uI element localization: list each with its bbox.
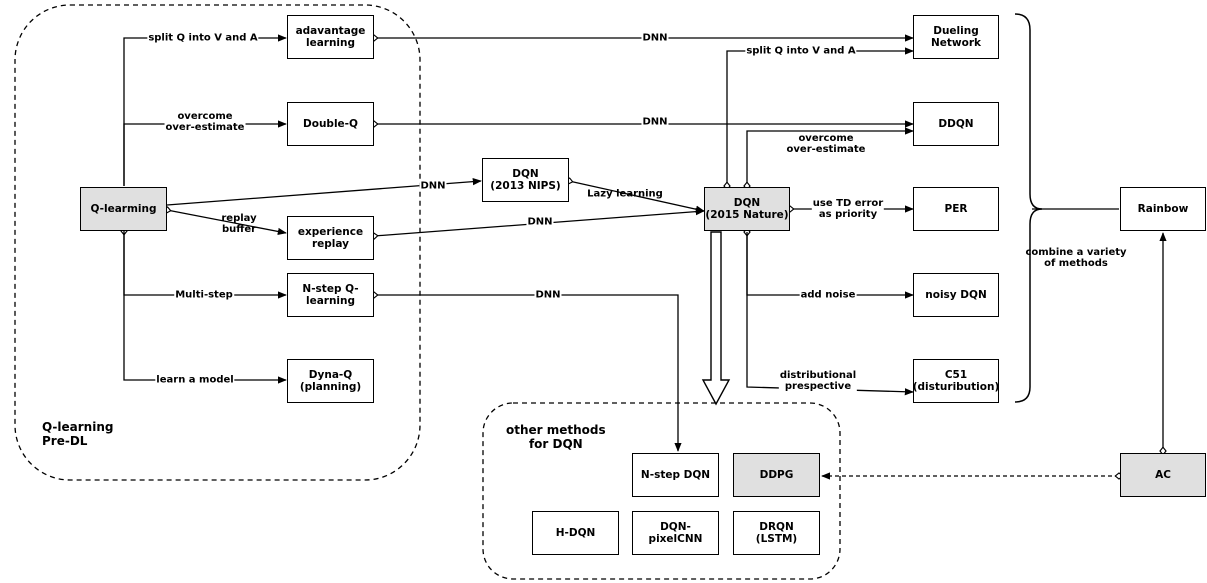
node-n-step-dqn[interactable]: N-step DQN — [632, 453, 719, 497]
label-split-right: split Q into V and A — [745, 45, 857, 57]
edge-add-noise — [747, 232, 913, 295]
label-dnn-exp: DNN — [526, 216, 554, 228]
group-predl-border — [14, 4, 421, 481]
label-combine: combine a variety of methods — [1025, 247, 1127, 269]
edge-multi-step — [124, 231, 286, 295]
edge-dnn-nstep — [374, 295, 678, 451]
group-other-title: other methods for DQN — [506, 423, 606, 451]
node-dueling-network[interactable]: Dueling Network — [913, 15, 999, 59]
label-dnn-nstep: DNN — [534, 289, 562, 301]
node-advantage-learning[interactable]: adavantage learning — [287, 15, 374, 59]
edge-distributional — [746, 232, 914, 396]
node-double-q[interactable]: Double-Q — [287, 102, 374, 146]
group-predl-title: Q-learning Pre-DL — [42, 420, 114, 448]
label-lazy: Lazy learning — [587, 188, 663, 200]
node-ddpg[interactable]: DDPG — [733, 453, 820, 497]
hollow-arrow — [701, 231, 731, 406]
edge-split-right — [727, 51, 913, 186]
node-n-step-q-learning[interactable]: N-step Q- learning — [287, 273, 374, 317]
label-td-error: use TD error as priority — [811, 198, 885, 220]
node-h-dqn[interactable]: H-DQN — [532, 511, 619, 555]
node-rainbow[interactable]: Rainbow — [1120, 187, 1206, 231]
node-q-learning[interactable]: Q-learming — [80, 187, 167, 231]
node-noisy-dqn[interactable]: noisy DQN — [913, 273, 999, 317]
label-overcome-right: overcome over-estimate — [785, 133, 867, 155]
label-add-noise: add noise — [799, 289, 857, 301]
label-dnn-double: DNN — [641, 116, 669, 128]
edge-overcome-left — [123, 120, 287, 186]
label-learn-model: learn a model — [155, 374, 235, 386]
label-multi-step: Multi-step — [174, 289, 234, 301]
node-dqn-2015[interactable]: DQN (2015 Nature) — [704, 187, 790, 231]
label-split-left: split Q into V and A — [147, 32, 259, 44]
node-drqn[interactable]: DRQN (LSTM) — [733, 511, 820, 555]
edge-lazy — [569, 181, 704, 211]
node-dqn-pixelcnn[interactable]: DQN- pixelCNN — [632, 511, 719, 555]
label-distributional: distributional prespective — [778, 370, 858, 392]
label-replay-buffer: replay buffer — [221, 213, 257, 235]
edge-learn-model — [123, 231, 287, 384]
label-dnn-adv: DNN — [641, 32, 669, 44]
node-dyna-q[interactable]: Dyna-Q (planning) — [287, 359, 374, 403]
node-per[interactable]: PER — [913, 187, 999, 231]
node-c51[interactable]: C51 (disturibution) — [913, 359, 999, 403]
label-overcome-left: overcome over-estimate — [164, 111, 246, 133]
edge-overcome-right — [747, 131, 913, 186]
node-experience-replay[interactable]: experience replay — [287, 216, 374, 260]
node-ac[interactable]: AC — [1120, 453, 1206, 497]
node-ddqn[interactable]: DDQN — [913, 102, 999, 146]
node-dqn-2013[interactable]: DQN (2013 NIPS) — [482, 158, 569, 202]
label-dnn-2013: DNN — [419, 180, 447, 192]
combine-bracket — [1014, 13, 1043, 403]
